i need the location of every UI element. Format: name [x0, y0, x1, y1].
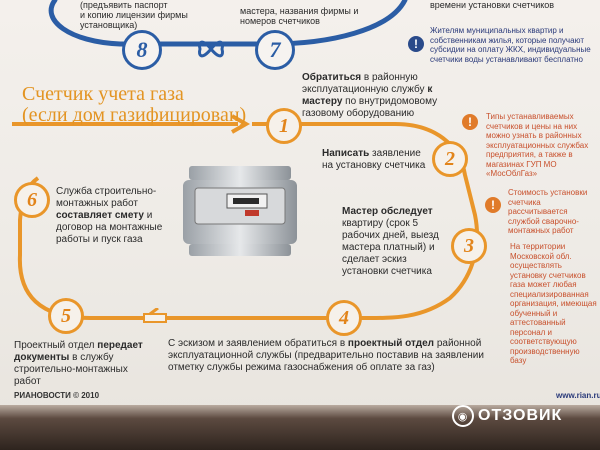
step-6-circle: 6 — [14, 182, 50, 218]
watermark-logo-icon: ◉ — [452, 405, 474, 427]
step-4-text: С эскизом и заявлением обратиться в прое… — [168, 338, 484, 373]
note-2: Стоимость установки счетчика рассчитывае… — [508, 188, 588, 235]
gas-meter-illustration — [175, 162, 305, 260]
step-4-circle: 4 — [326, 300, 362, 336]
warning-icon-1: ! — [462, 114, 478, 130]
step-8-circle: 8 — [122, 30, 162, 70]
note-blue: Жителям муниципальных квартир и собствен… — [430, 26, 591, 64]
note-1: Типы устанавливаемых счетчиков и цены на… — [486, 112, 589, 178]
step-1-circle: 1 — [266, 108, 302, 144]
step-2-text: Написать заявление на установку счетчика — [322, 148, 426, 171]
top-mid-snippet: мастера, названия фирмы и номеров счетчи… — [240, 6, 359, 26]
desk-background — [0, 405, 600, 450]
step-7-circle: 7 — [255, 30, 295, 70]
info-icon: ! — [408, 36, 424, 52]
valve-icon — [142, 306, 168, 328]
watermark-text: ОТЗОВИК — [478, 407, 563, 424]
footer-url[interactable]: www.rian.ru — [556, 391, 600, 400]
step-6-text: Служба строительно-монтажных работ соста… — [56, 186, 163, 245]
step-5-text: Проектный отдел передает документы в слу… — [14, 340, 143, 387]
note-3: На территории Московской обл. осуществля… — [510, 242, 597, 365]
step-3-text: Мастер обследует квартиру (срок 5 рабочи… — [342, 206, 439, 277]
watermark: ◉ ОТЗОВИК — [452, 405, 562, 427]
step-3-circle: 3 — [451, 228, 487, 264]
step-2-circle: 2 — [432, 141, 468, 177]
section-title: Счетчик учета газа (если дом газифициров… — [22, 83, 247, 126]
top-right-snippet: времени установки счетчиков — [430, 0, 555, 10]
step-1-text: Обратиться в районную эксплуатационную с… — [302, 72, 438, 119]
bow-icon — [196, 34, 226, 64]
warning-icon-2: ! — [485, 197, 501, 213]
footer-brand: РИАНОВОСТИ © 2010 — [14, 391, 100, 400]
step-5-circle: 5 — [48, 298, 84, 334]
top-left-snippet: (предъявить паспорт и копию лицензии фир… — [80, 0, 188, 30]
infographic-page: (предъявить паспорт и копию лицензии фир… — [0, 0, 600, 412]
